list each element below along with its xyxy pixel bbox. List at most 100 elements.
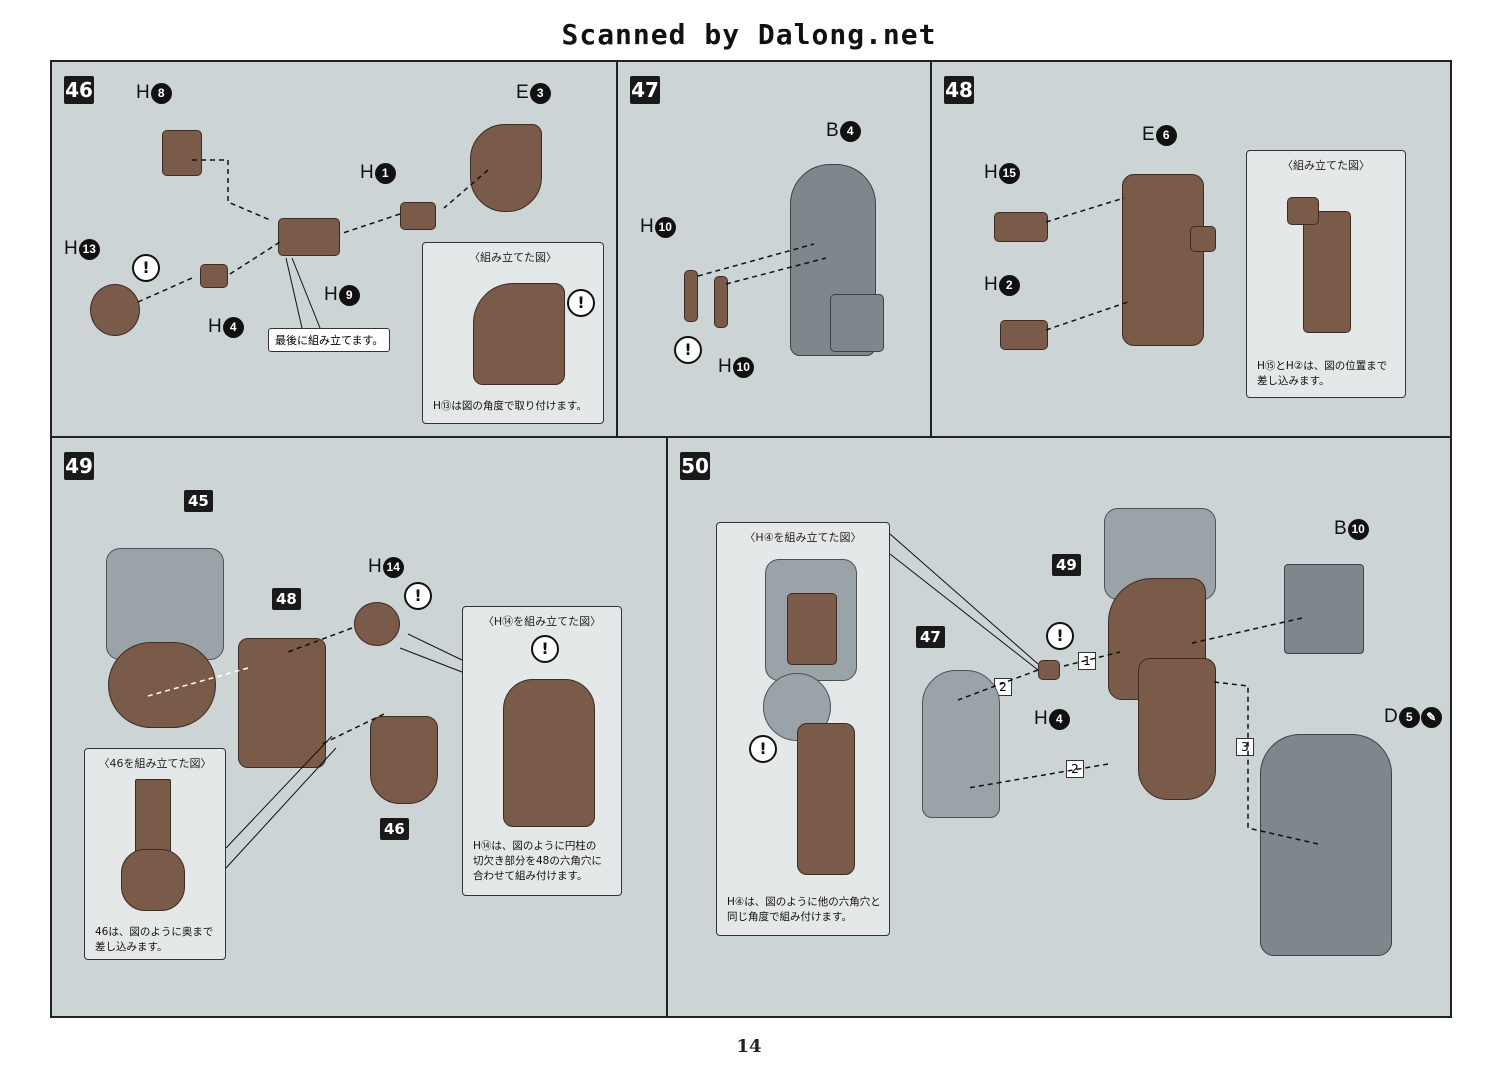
part-h13 [90,284,140,336]
part-letter: H [368,556,382,577]
part-letter: H [984,162,998,183]
part-48 [238,638,326,768]
part-label-h8: H 8 [136,82,172,104]
step-number: 49 [64,452,94,480]
part-number: 5 [1398,706,1420,728]
assembled-part-wheel [121,849,185,911]
step-47-panel: 47 B 4 H 10 H 10 ! [616,60,932,438]
part-b10 [1284,564,1364,654]
arrow-icon [147,627,463,869]
part-h14 [354,602,400,646]
arrow-icon [1045,197,1129,331]
h14-assembled-view-note: 〈H⑭を組み立てた図〉 ! H⑭は、図のように円柱の 切欠き部分を48の六角穴に… [462,606,622,896]
step-number: 50 [680,452,710,480]
step-49-panel: 49 45 48 46 H 14 ! 〈H⑭を組み立てた図〉 ! H⑭は、図のよ… [50,436,668,1018]
caution-icon: ! [749,735,777,763]
note-title: 〈組み立てた図〉 [469,251,557,264]
part-label-h4: H 4 [1034,708,1070,730]
part-number: 14 [382,556,404,578]
part-number: 8 [150,82,172,104]
note-text: H⑭は、図のように円柱の 切欠き部分を48の六角穴に 合わせて組み付けます。 [473,840,602,882]
assembled-part [473,283,565,385]
part-letter: B [826,120,839,141]
part-h8 [162,130,202,176]
part-letter: E [516,82,529,103]
caution-icon: ! [674,336,702,364]
part-letter: H [136,82,150,103]
part-label-h15: H 15 [984,162,1020,184]
part-label-e3: E 3 [516,82,551,104]
part-46 [370,716,438,804]
assembled-part-hex [787,593,837,665]
part-number: 15 [998,162,1020,184]
sequence-marker-2b: 2 [1066,760,1084,778]
part-letter: H [1034,708,1048,729]
callout-assemble-last: 最後に組み立てます。 [268,328,391,352]
note-text: 46は、図のように奥まで 差し込みます。 [95,926,214,953]
step-number: 48 [944,76,974,104]
part-label-e6: E 6 [1142,124,1177,146]
assembled-part-lower [797,723,855,875]
note-text: H④は、図のように他の六角穴と 同じ角度で組み付けます。 [727,896,881,923]
note-title: 〈組み立てた図〉 [1282,159,1370,172]
arrow-icon [697,243,827,285]
part-h4 [1038,660,1060,680]
part-number: 3 [529,82,551,104]
part-h10b [714,276,728,328]
part-label-h13: H 13 [64,238,100,260]
step-50-panel: 50 49 47 B 10 H 4 D 5 ✎ ! 1 2 2 3 〈H④を組み… [666,436,1452,1018]
part-letter: B [1334,518,1347,539]
step-number: 46 [64,76,94,104]
step-48-panel: 48 E 6 H 15 H 2 〈組み立てた図〉 H⑮とH②は、図の位置まで 差… [930,60,1452,438]
part-letter: H [324,284,338,305]
assembled-part [135,779,171,861]
subassembly-tag-47: 47 [916,626,945,648]
arrow-icon [137,159,489,329]
part-letter: H [718,356,732,377]
page-number: 14 [736,1036,762,1057]
assembled-view-note: 〈組み立てた図〉 ! H⑬は図の角度で取り付けます。 [422,242,604,424]
sequence-marker-1: 1 [1078,652,1096,670]
note-title: 〈46を組み立てた図〉 [98,757,212,770]
part-49-lower [1138,658,1216,800]
part-h4 [200,264,228,288]
part-e6-side [1190,226,1216,252]
part-e3 [470,124,542,212]
part-h15 [994,212,1048,242]
step-number: 47 [630,76,660,104]
note-text: H⑮とH②は、図の位置まで 差し込みます。 [1257,360,1388,387]
assembled-view-note: 〈組み立てた図〉 H⑮とH②は、図の位置まで 差し込みます。 [1246,150,1406,398]
subassembly-tag-45: 45 [184,490,213,512]
part-number: 4 [222,316,244,338]
arrow-icon [889,533,1319,845]
note-title: 〈H④を組み立てた図〉 [744,531,862,544]
46-assembled-view-note: 〈46を組み立てた図〉 46は、図のように奥まで 差し込みます。 [84,748,226,960]
caution-icon: ! [1046,622,1074,650]
part-number: 6 [1155,124,1177,146]
part-letter: D [1384,706,1398,727]
part-45-wheel [108,642,216,728]
h4-assembled-view-note: 〈H④を組み立てた図〉 ! H④は、図のように他の六角穴と 同じ角度で組み付けま… [716,522,890,936]
part-e6 [1122,174,1204,346]
part-label-h10b: H 10 [718,356,754,378]
part-number: 4 [1048,708,1070,730]
part-h9 [278,218,340,256]
sticker-icon: ✎ [1420,706,1442,728]
part-number: 1 [374,162,396,184]
part-label-b10: B 10 [1334,518,1369,540]
caution-icon: ! [531,635,559,663]
assembled-part-tab [1287,197,1319,225]
subassembly-tag-49: 49 [1052,554,1081,576]
part-d5 [1260,734,1392,956]
scan-credit: Scanned by Dalong.net [561,18,937,51]
assembled-part [503,679,595,827]
note-title: 〈H⑭を組み立てた図〉 [482,615,602,628]
part-label-d5: D 5 ✎ [1384,706,1442,728]
part-number: 2 [998,274,1020,296]
caution-icon: ! [567,289,595,317]
part-letter: H [64,238,78,259]
part-label-b4: B 4 [826,120,861,142]
part-number: 13 [78,238,100,260]
part-label-h1: H 1 [360,162,396,184]
part-label-h4: H 4 [208,316,244,338]
